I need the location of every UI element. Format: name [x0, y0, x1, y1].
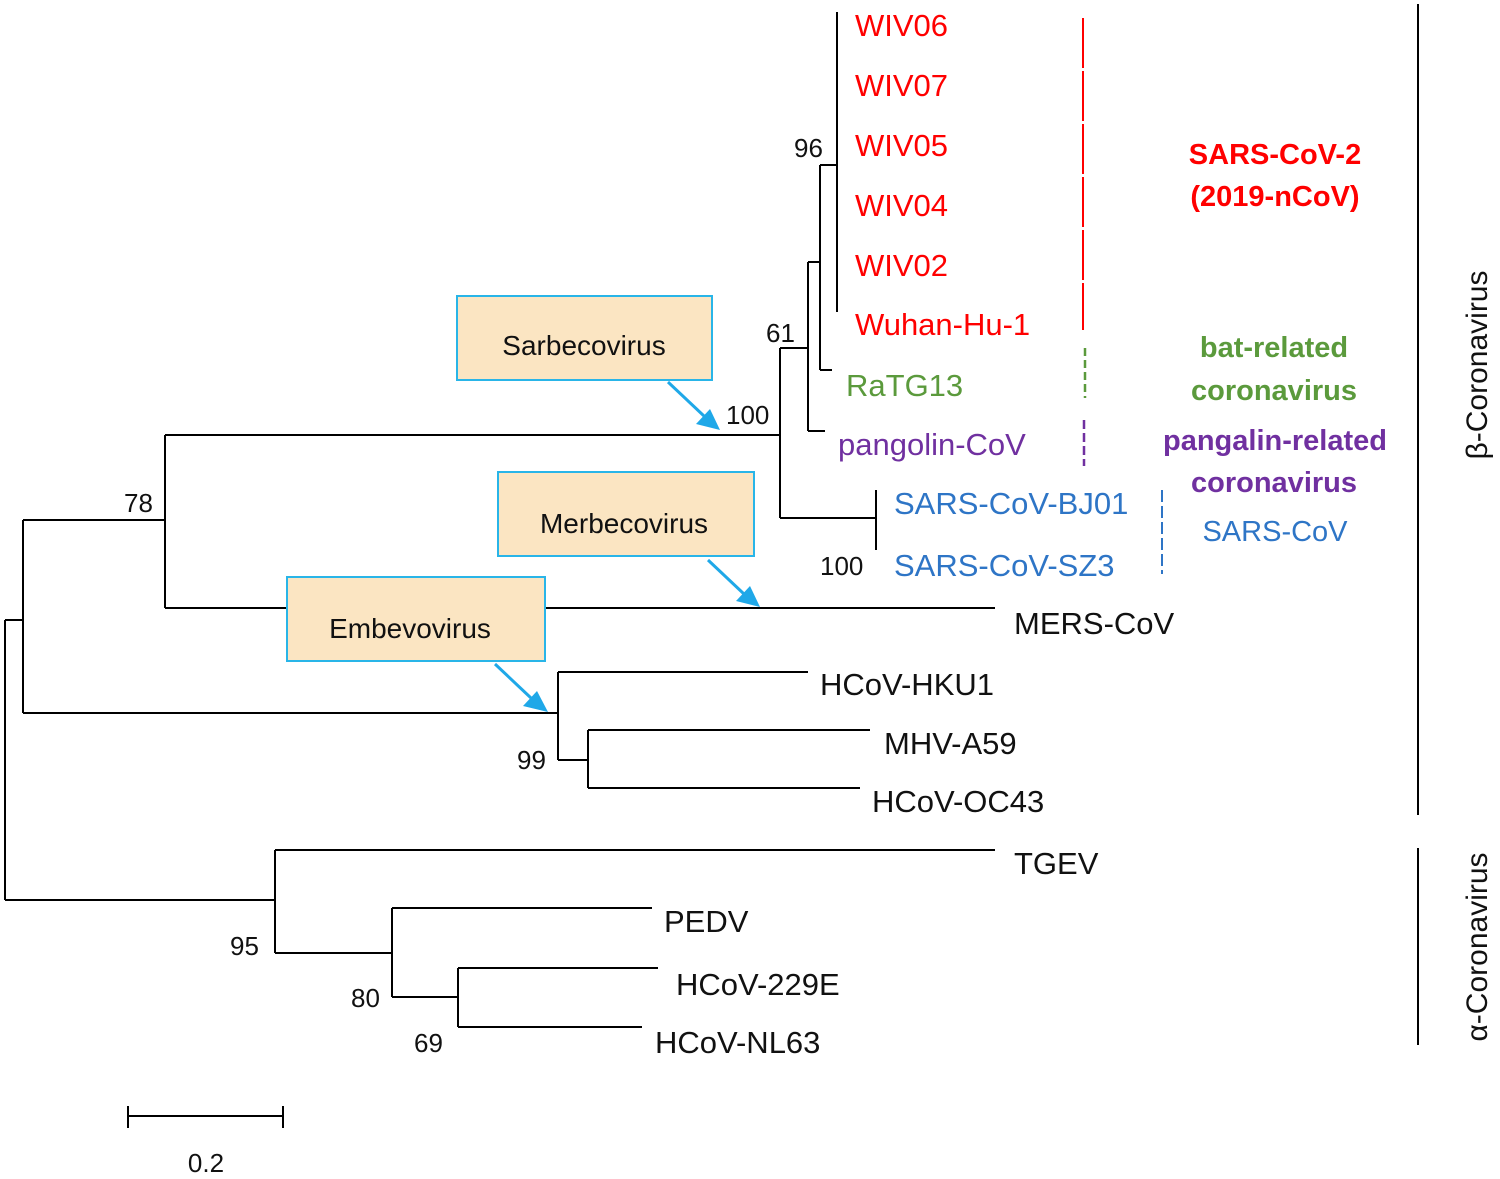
family-brackets: β-Coronavirus α-Coronavirus	[1417, 4, 1494, 1045]
leaf-pedv: PEDV	[664, 904, 749, 939]
sarbecovirus-callout: Sarbecovirus	[456, 295, 720, 430]
embevovirus-label: Embevovirus	[329, 613, 491, 644]
scale-bar-label: 0.2	[188, 1148, 224, 1178]
leaf-hcov-hku1: HCoV-HKU1	[820, 667, 994, 702]
leaf-pangolin-cov: pangolin-CoV	[838, 427, 1026, 462]
embevovirus-callout: Embevovirus	[286, 576, 548, 712]
group-label-bat-related: bat-related	[1200, 332, 1348, 364]
bootstrap-values: 96 61 100 78 100 99 95 80 69	[124, 133, 863, 1058]
bootstrap-95: 95	[230, 931, 259, 961]
scale-bar: 0.2	[127, 1106, 284, 1178]
bootstrap-78: 78	[124, 488, 153, 518]
merbecovirus-box	[497, 471, 755, 557]
group-label-sars-cov-2: SARS-CoV-2	[1189, 139, 1361, 171]
leaf-ratg13: RaTG13	[846, 368, 963, 403]
leaf-hcov-nl63: HCoV-NL63	[655, 1025, 820, 1060]
group-label-bat-coronavirus: coronavirus	[1191, 375, 1357, 407]
leaf-mers-cov: MERS-CoV	[1014, 606, 1175, 641]
group-label-2019-ncov: (2019-nCoV)	[1190, 181, 1359, 213]
bootstrap-61: 61	[766, 318, 795, 348]
group-label-sars-cov: SARS-CoV	[1202, 516, 1348, 548]
leaf-sars-cov-sz3: SARS-CoV-SZ3	[894, 548, 1115, 583]
embevovirus-box	[286, 576, 546, 662]
sarbecovirus-label: Sarbecovirus	[502, 330, 665, 361]
merbecovirus-arrow	[706, 558, 746, 596]
family-label-alpha: α-Coronavirus	[1461, 852, 1494, 1041]
group-label-pangolin-coronavirus: coronavirus	[1191, 467, 1357, 499]
leaf-wuhan-hu-1: Wuhan-Hu-1	[855, 307, 1030, 342]
leaf-labels: WIV06 WIV07 WIV05 WIV04 WIV02 Wuhan-Hu-1…	[655, 8, 1175, 1060]
leaf-wiv04: WIV04	[855, 188, 948, 223]
tree-branches	[4, 12, 995, 1028]
bootstrap-69: 69	[414, 1028, 443, 1058]
bootstrap-99: 99	[517, 745, 546, 775]
leaf-wiv02: WIV02	[855, 248, 948, 283]
bootstrap-80: 80	[351, 983, 380, 1013]
bootstrap-96: 96	[794, 133, 823, 163]
leaf-wiv06: WIV06	[855, 8, 948, 43]
group-label-pangolin-related: pangalin-related	[1163, 425, 1387, 457]
sarbecovirus-arrow	[666, 380, 706, 418]
merbecovirus-callout: Merbecovirus	[497, 471, 760, 607]
genus-callouts: Sarbecovirus Merbecovirus Embevovirus	[286, 295, 760, 712]
leaf-hcov-229e: HCoV-229E	[676, 967, 840, 1002]
leaf-wiv07: WIV07	[855, 68, 948, 103]
leaf-wiv05: WIV05	[855, 128, 948, 163]
embevovirus-arrow	[493, 662, 533, 700]
leaf-mhv-a59: MHV-A59	[884, 726, 1017, 761]
leaf-hcov-oc43: HCoV-OC43	[872, 784, 1044, 819]
merbecovirus-arrow-head	[736, 586, 760, 607]
family-label-beta: β-Coronavirus	[1461, 271, 1494, 460]
leaf-sars-cov-bj01: SARS-CoV-BJ01	[894, 486, 1128, 521]
sarbecovirus-box	[456, 295, 713, 381]
leaf-tgev: TGEV	[1014, 846, 1099, 881]
bootstrap-100-sars: 100	[820, 551, 863, 581]
merbecovirus-label: Merbecovirus	[540, 508, 708, 539]
group-brackets	[1082, 18, 1163, 574]
group-labels: SARS-CoV-2 (2019-nCoV) bat-related coron…	[1163, 139, 1387, 548]
embevovirus-arrow-head	[523, 691, 548, 712]
bootstrap-100-sarbecovirus: 100	[726, 400, 769, 430]
sarbecovirus-arrow-head	[696, 409, 720, 430]
